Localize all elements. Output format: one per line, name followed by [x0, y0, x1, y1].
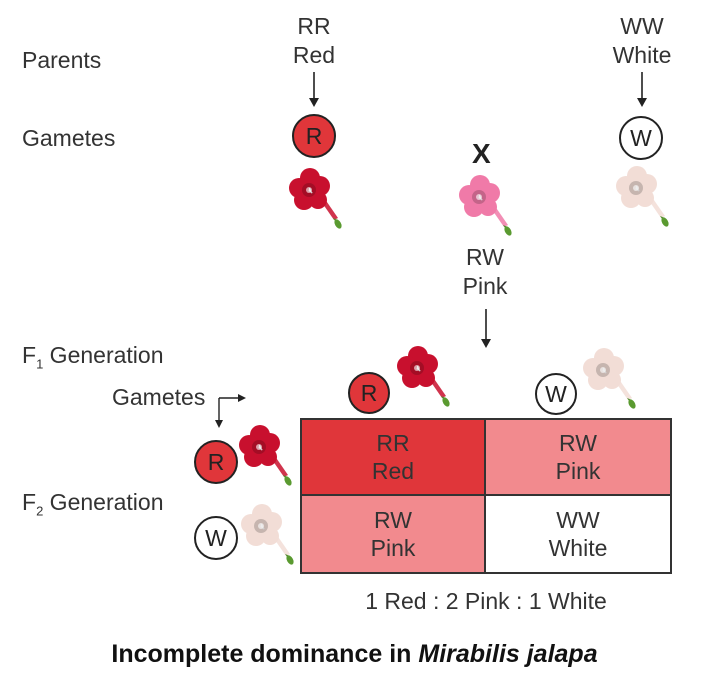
column-gamete-w: W — [535, 373, 577, 415]
f1-generation-sub: 1 — [36, 356, 44, 372]
gametes-label: Gametes — [22, 125, 116, 151]
white-flower-icon — [616, 166, 671, 228]
row-gamete-w-text: W — [205, 524, 227, 551]
f2-generation-rest: Generation — [43, 489, 164, 515]
punnett-cell-rr-phenotype: Red — [371, 458, 415, 484]
parent-left-gamete-text: R — [305, 122, 323, 149]
row-gamete-w: W — [194, 516, 238, 560]
punnett-square — [300, 418, 672, 574]
parent-left-gamete: R — [292, 114, 336, 158]
parent-right-gamete-text: W — [630, 124, 652, 151]
f2-generation-sub: 2 — [36, 503, 44, 519]
punnett-cell-ww: WW White — [486, 496, 670, 572]
punnett-cell-rr-genotype: RR — [376, 430, 410, 456]
cross-symbol: X — [472, 138, 491, 169]
f1-genotype: RW Pink — [445, 243, 525, 301]
punnett-cell-rw-top-phenotype: Pink — [555, 458, 601, 484]
white-flower-icon — [583, 348, 638, 410]
red-flower-icon — [239, 425, 294, 487]
diagram-caption: Incomplete dominance in Mirabilis jalapa — [0, 640, 709, 669]
f2-generation-prefix: F — [22, 489, 37, 515]
f1-generation-prefix: F — [22, 342, 37, 368]
f1-gametes-label: Gametes — [112, 384, 206, 410]
f2-generation-label: F2 Generation — [22, 489, 164, 519]
column-gamete-r-text: R — [360, 379, 378, 406]
caption-main: Incomplete dominance in — [111, 640, 419, 668]
f1-generation-rest: Generation — [43, 342, 164, 368]
arrow-down-icon — [637, 72, 647, 107]
parent-right-genotype-text: WW — [620, 13, 664, 39]
column-gamete-r: R — [348, 372, 390, 414]
punnett-cell-ww-genotype: WW — [556, 507, 600, 533]
row-gamete-r: R — [194, 440, 238, 484]
caption-species: Mirabilis jalapa — [418, 640, 598, 668]
arrow-down-icon — [481, 309, 491, 348]
punnett-cell-rw-bottom-genotype: RW — [374, 507, 412, 533]
punnett-cell-rw-bottom: RW Pink — [302, 496, 486, 572]
red-flower-icon — [289, 168, 344, 230]
parent-right-gamete: W — [619, 116, 663, 160]
punnett-cell-rw-top-genotype: RW — [559, 430, 597, 456]
column-gamete-w-text: W — [545, 380, 567, 407]
parent-left-genotype: RR Red — [274, 12, 354, 70]
pink-flower-icon — [459, 175, 514, 237]
punnett-cell-rw-top: RW Pink — [486, 420, 670, 496]
row-gamete-r-text: R — [207, 448, 225, 475]
phenotype-ratio: 1 Red : 2 Pink : 1 White — [365, 588, 607, 614]
punnett-cell-rr: RR Red — [302, 420, 486, 496]
f1-phenotype-text: Pink — [462, 273, 508, 299]
parent-left-genotype-text: RR — [297, 13, 331, 39]
parent-right-phenotype-text: White — [612, 42, 672, 68]
parent-left-phenotype-text: Red — [292, 42, 336, 68]
punnett-cell-ww-phenotype: White — [548, 535, 608, 561]
punnett-cell-rw-bottom-phenotype: Pink — [370, 535, 416, 561]
arrow-down-icon — [309, 72, 319, 107]
f1-generation-label: F1 Generation — [22, 342, 164, 372]
red-flower-icon — [397, 346, 452, 408]
white-flower-icon — [241, 504, 296, 566]
parent-right-genotype: WW White — [602, 12, 682, 70]
parents-label: Parents — [22, 47, 102, 73]
gametes-arrows-icon — [215, 394, 246, 428]
f1-genotype-text: RW — [466, 244, 504, 270]
